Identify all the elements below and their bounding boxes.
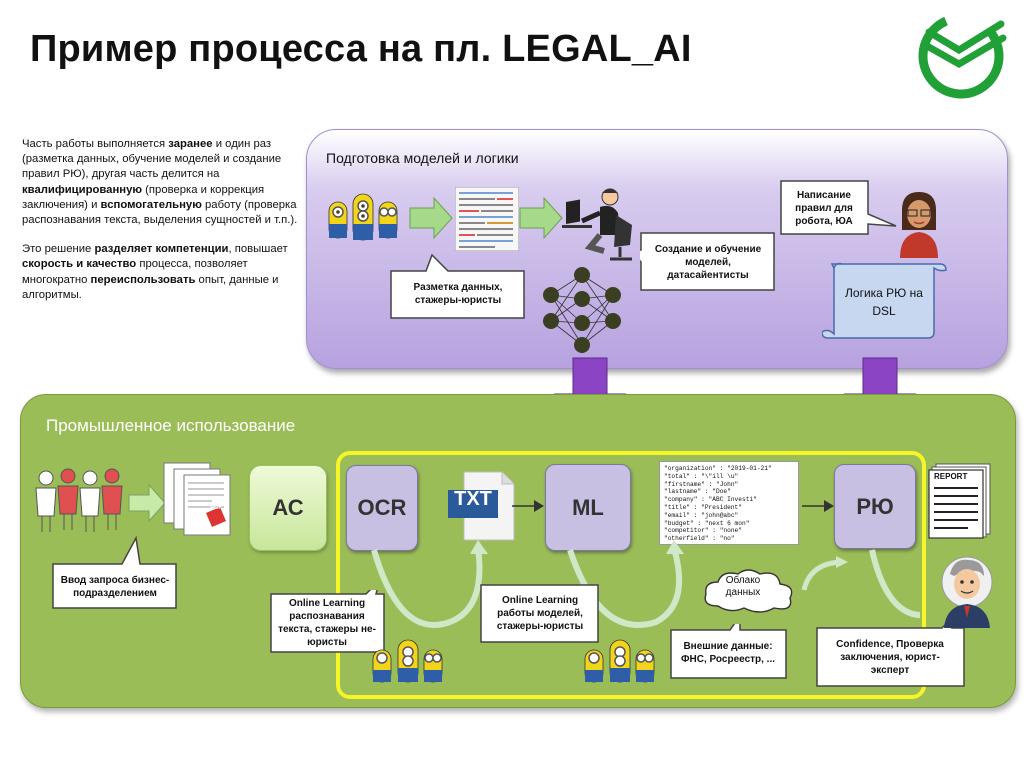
ocr-learning-callout-shape	[270, 590, 385, 653]
page-title: Пример процесса на пл. LEGAL_AI	[30, 28, 692, 70]
minions-group-icon	[328, 193, 398, 241]
arrow-right-icon	[409, 196, 453, 240]
json-output: "organization" : "2019-01-21" "total" : …	[659, 461, 799, 545]
arrow-right-icon	[519, 196, 563, 240]
annotated-document-icon	[455, 187, 519, 251]
request-callout-shape	[52, 536, 177, 609]
training-callout: Создание и обучение моделей, датасайенти…	[654, 243, 762, 281]
lawyer-woman-icon	[900, 192, 938, 258]
arrow-right-icon	[128, 483, 166, 523]
data-cloud-label: Облако данных	[725, 575, 761, 598]
rules-callout-shape	[780, 180, 897, 235]
industrial-panel-title: Промышленное использование	[46, 416, 296, 435]
rules-callout: Написание правил для робота, ЮА	[795, 189, 853, 227]
neural-network-icon	[543, 267, 621, 353]
pdf-label: PDF	[210, 505, 222, 511]
minions-group-icon	[372, 639, 443, 683]
dsl-scroll-text: Логика РЮ на DSL	[845, 286, 923, 318]
automation-frame	[336, 451, 926, 699]
arrow-right-icon	[512, 500, 544, 512]
business-users-icon	[35, 468, 123, 532]
ml-learning-callout-shape	[480, 584, 599, 643]
ryu-box: РЮ	[834, 464, 916, 549]
data-cloud-icon	[700, 566, 798, 616]
intro-paragraph-2: Это решение разделяет компетенции, повыш…	[22, 243, 288, 301]
report-icon	[928, 463, 991, 539]
external-data-callout: Внешние данные: ФНС, Росреестр, ...	[680, 641, 776, 665]
report-label: REPORT	[934, 472, 968, 481]
txt-file-icon	[448, 471, 515, 541]
cloud-feedback-arrow	[801, 556, 848, 591]
intro-paragraph-1: Часть работы выполняется заранее и один …	[22, 138, 298, 227]
ml-learning-callout: Online Learning работы моделей, стажеры-…	[496, 594, 584, 632]
prep-panel-title: Подготовка моделей и логики	[326, 150, 519, 166]
dsl-scroll-shape	[822, 262, 947, 339]
markup-callout: Разметка данных, стажеры-юристы	[413, 282, 503, 306]
arrow-right-icon	[802, 500, 834, 512]
markup-callout-shape	[390, 253, 525, 319]
ocr-learning-callout: Online Learning распознавания текста, ст…	[278, 598, 376, 648]
expert-lawyer-icon	[941, 556, 993, 628]
ocr-box: OCR	[346, 465, 418, 551]
documents-pdf-icon	[163, 462, 231, 536]
training-callout-shape	[640, 232, 775, 291]
confidence-callout: Confidence, Проверка заключения, юрист-э…	[836, 638, 944, 676]
sber-logo-icon	[915, 10, 1007, 102]
ml-box: ML	[545, 464, 631, 551]
data-scientist-icon	[562, 188, 632, 261]
request-callout: Ввод запроса бизнес-подразделением	[60, 575, 170, 599]
ac-box: АС	[249, 465, 327, 551]
external-callout-shape	[670, 624, 787, 679]
txt-label: TXT	[454, 488, 492, 510]
intro-text: Часть работы выполняется заранее и один …	[22, 137, 302, 317]
minions-group-icon	[584, 639, 655, 683]
